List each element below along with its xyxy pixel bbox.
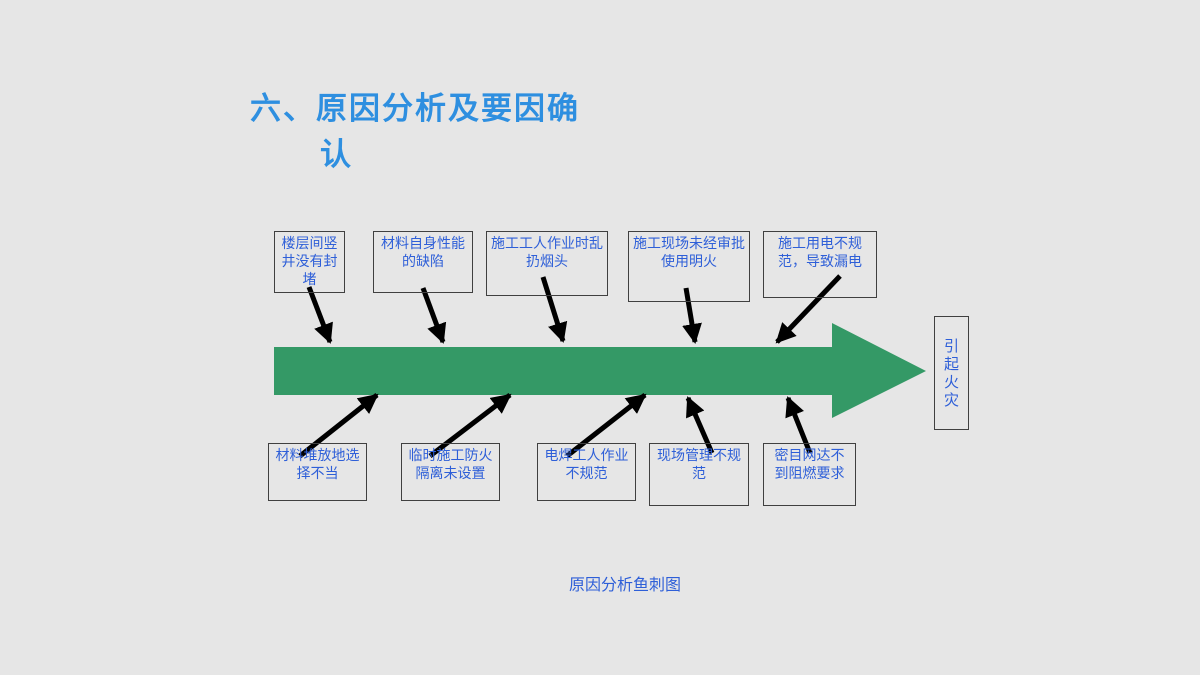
cause-label: 施工现场未经审批使用明火 (633, 236, 745, 270)
bone-arrow-bottom-2 (428, 393, 512, 458)
bone-arrow-bottom-3 (565, 393, 647, 458)
cause-label: 现场管理不规范 (657, 448, 741, 482)
cause-label: 施工用电不规范，导致漏电 (778, 236, 862, 270)
cause-box-top-4: 施工现场未经审批使用明火 (628, 231, 750, 302)
cause-box-bottom-1: 材料堆放地选择不当 (268, 443, 367, 501)
cause-label: 密目网达不到阻燃要求 (774, 448, 845, 482)
cause-label: 电焊工人作业不规范 (544, 448, 629, 482)
cause-label: 材料堆放地选择不当 (275, 448, 360, 482)
bone-arrow-top-1 (306, 286, 333, 344)
cause-box-bottom-2: 临时施工防火隔离未设置 (401, 443, 500, 501)
bone-arrow-top-3 (540, 276, 568, 343)
result-char: 灾 (943, 391, 959, 409)
bone-arrow-bottom-1 (298, 393, 379, 458)
bone-arrow-top-4 (682, 287, 702, 344)
page-title-line-1: 六、原因分析及要因确 (250, 91, 580, 127)
result-char: 引 (943, 337, 959, 355)
cause-box-bottom-3: 电焊工人作业不规范 (537, 443, 636, 501)
bone-arrow-top-5 (775, 274, 842, 344)
result-box: 引 起 火 灾 (934, 316, 969, 430)
cause-box-top-1: 楼层间竖井没有封堵 (274, 231, 345, 293)
page-title-line-2: 认 (320, 137, 353, 173)
bone-arrow-top-2 (420, 287, 447, 344)
cause-box-top-3: 施工工人作业时乱扔烟头 (486, 231, 608, 296)
cause-box-top-5: 施工用电不规范，导致漏电 (763, 231, 877, 298)
result-char: 火 (943, 373, 959, 391)
cause-label: 材料自身性能的缺陷 (381, 236, 465, 270)
cause-label: 楼层间竖井没有封堵 (281, 236, 338, 288)
cause-label: 施工工人作业时乱扔烟头 (491, 236, 603, 270)
result-char: 起 (943, 355, 959, 373)
spine-arrow (274, 323, 926, 418)
cause-label: 临时施工防火隔离未设置 (408, 448, 493, 482)
cause-box-bottom-4: 现场管理不规范 (649, 443, 749, 506)
cause-box-top-2: 材料自身性能的缺陷 (373, 231, 473, 293)
cause-box-bottom-5: 密目网达不到阻燃要求 (763, 443, 856, 506)
diagram-caption: 原因分析鱼刺图 (568, 575, 681, 594)
page-title: 六、原因分析及要因确 认 (250, 86, 580, 178)
